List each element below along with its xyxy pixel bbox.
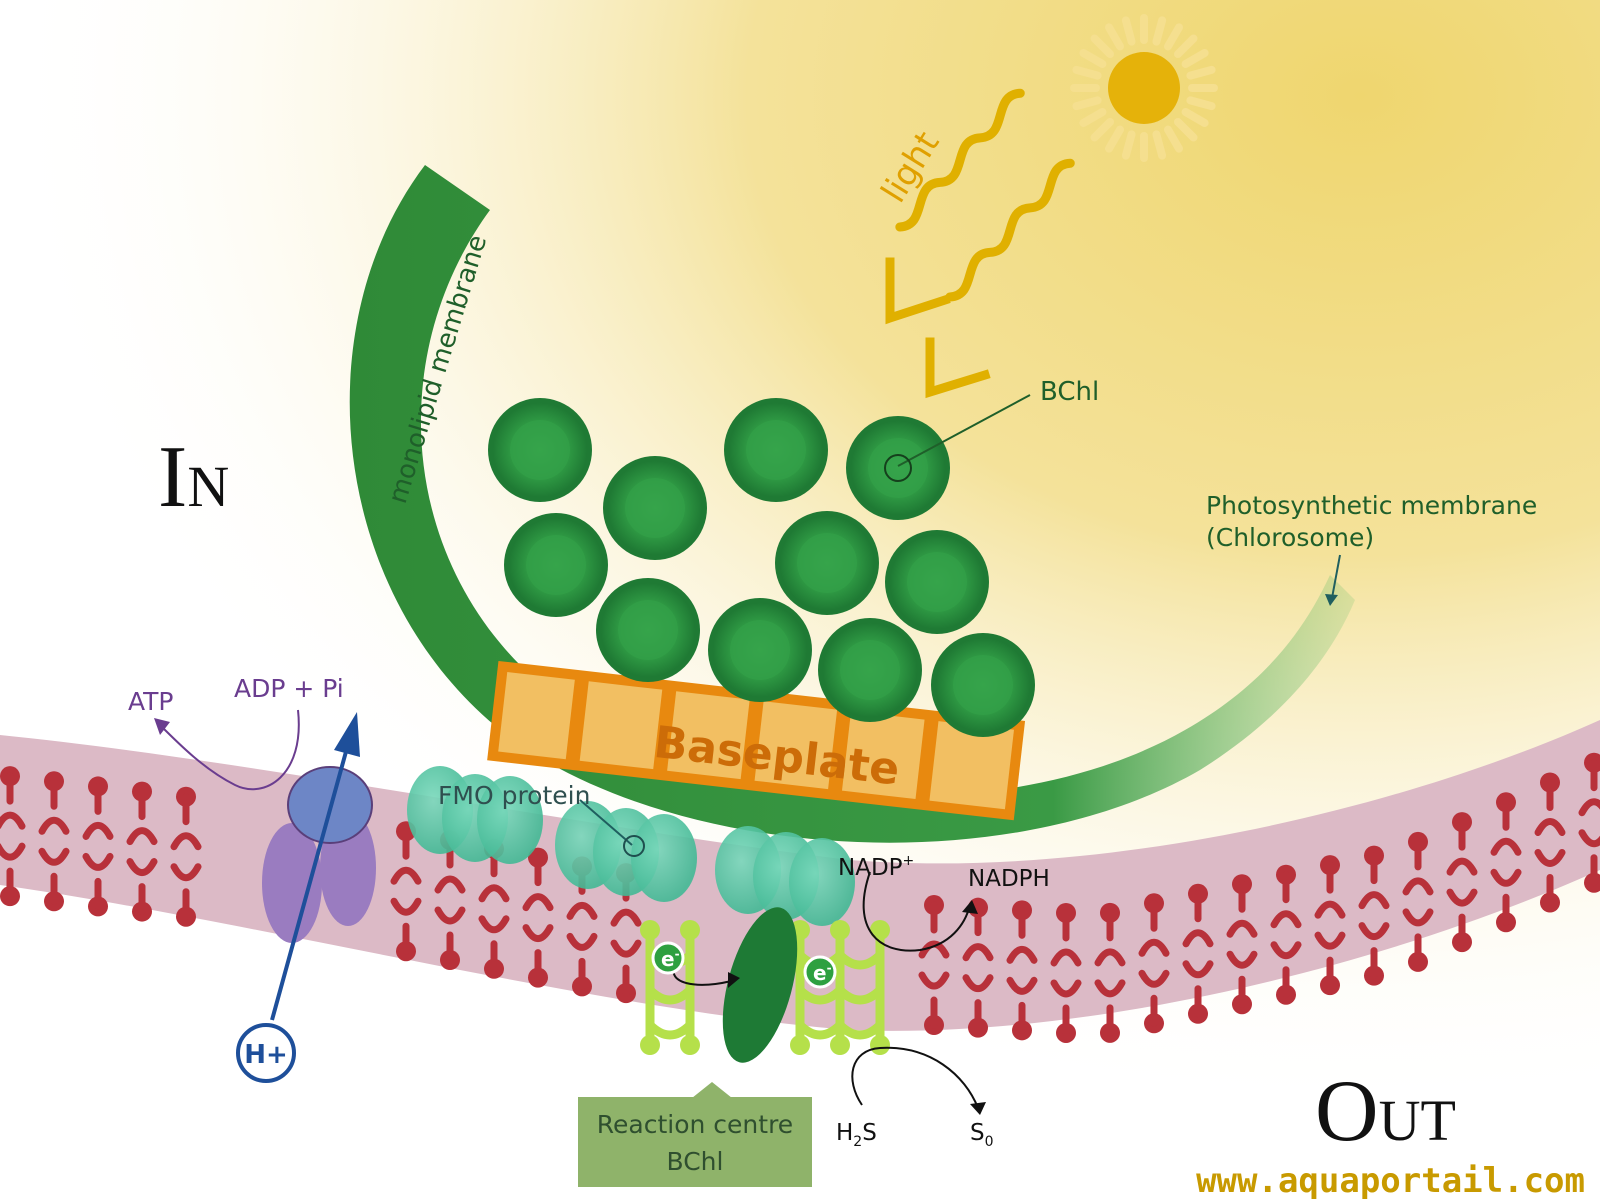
out-label: OUT	[1315, 1063, 1456, 1160]
chlorosome-label: (Chlorosome)	[1206, 523, 1374, 552]
fmo-protein-label: FMO protein	[438, 781, 590, 810]
electron-label-1: e-	[661, 947, 680, 971]
proton-arrow-icon	[270, 712, 360, 1021]
h-plus-label: H+	[244, 1040, 288, 1070]
electron-icon-2	[803, 955, 837, 989]
nadp-reduction-arrow-icon	[862, 871, 971, 952]
chlorosome-arc	[349, 165, 1355, 843]
light-arrowhead-icon	[885, 257, 991, 399]
reaction-centre-lattice	[645, 930, 885, 1045]
atp-label: ATP	[128, 687, 174, 716]
reaction-centre-protein	[722, 907, 798, 1063]
nadp-label: NADP+	[838, 853, 914, 881]
light-wave-icon	[895, 88, 1075, 302]
atp-conversion-arrow-icon	[159, 709, 300, 791]
electron-label-2: e-	[813, 961, 832, 985]
chlorosome-pointer-line	[1331, 554, 1341, 599]
bchl-pointer-ring	[884, 454, 912, 482]
fmo-pointer-ring	[623, 835, 645, 857]
fmo-pointer-line	[579, 799, 633, 846]
fmo-protein-cluster	[407, 766, 855, 926]
photosynthetic-membrane-label: Photosynthetic membrane	[1206, 491, 1537, 520]
lipid-bilayer	[0, 752, 1600, 1043]
sun-icon	[1070, 14, 1218, 162]
bchl-cluster	[488, 398, 1035, 737]
atp-synthase	[262, 766, 376, 943]
reaction-centre-bchl-label: BChl	[667, 1147, 724, 1176]
h2s-label: H2S	[836, 1120, 877, 1150]
electron-icon	[651, 941, 685, 975]
in-label: IN	[158, 429, 229, 526]
watermark: www.aquaportail.com	[1196, 1161, 1585, 1200]
nadph-label: NADPH	[968, 866, 1050, 892]
bchl-pointer-line	[897, 394, 1031, 467]
reaction-centre-label: Reaction centre	[597, 1110, 793, 1139]
s0-label: S0	[970, 1120, 994, 1150]
h2s-oxidation-arrow-icon	[851, 1046, 979, 1109]
reaction-centre-box	[578, 1082, 812, 1187]
proton-icon	[236, 1023, 296, 1083]
adp-pi-label: ADP + Pi	[234, 674, 344, 703]
baseplate	[487, 660, 1026, 821]
bchl-label: BChl	[1040, 377, 1099, 407]
